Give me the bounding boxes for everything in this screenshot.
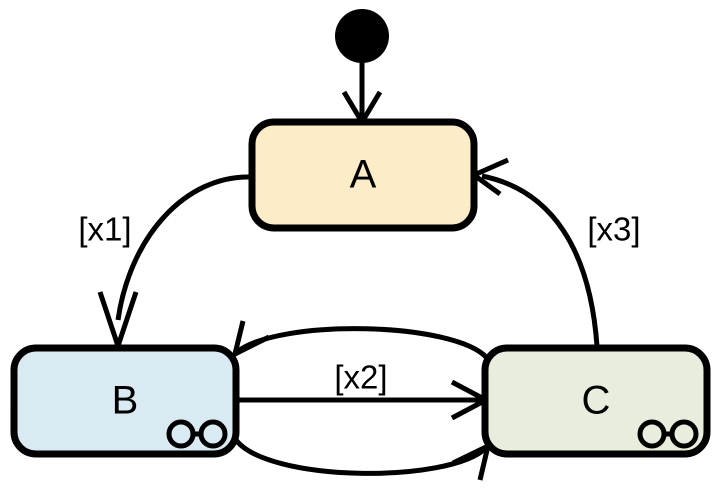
transition-b-to-c-label: [x2] xyxy=(334,359,387,396)
transition-start-to-a[interactable] xyxy=(341,62,383,127)
transition-b-to-c-lower[interactable] xyxy=(234,438,492,481)
state-c-composite-icon xyxy=(637,419,699,449)
state-node-a[interactable]: A xyxy=(248,118,478,232)
composite-icon-circle-right xyxy=(669,419,699,449)
transition-c-to-b[interactable] xyxy=(231,320,489,360)
transition-c-to-b-arrowhead xyxy=(231,320,271,359)
state-b-label: B xyxy=(112,379,139,423)
state-a-shape xyxy=(248,118,478,232)
state-node-b[interactable]: B xyxy=(10,344,240,458)
initial-pseudostate-node[interactable] xyxy=(335,9,389,63)
transition-b-to-c-lower-path xyxy=(234,438,488,476)
transition-b-to-c-lower-arrowhead xyxy=(451,441,492,481)
transition-c-to-a[interactable]: [x3] xyxy=(469,157,641,347)
composite-icon-circle-right xyxy=(198,419,228,449)
transition-c-to-a-path xyxy=(481,173,600,347)
transition-a-to-b-path xyxy=(115,174,252,321)
state-a-label: A xyxy=(350,153,377,197)
state-c-label: C xyxy=(582,379,611,423)
transition-c-to-a-label: [x3] xyxy=(587,211,640,248)
state-b-composite-icon xyxy=(166,419,228,449)
transition-b-to-c[interactable]: [x2] xyxy=(236,359,492,421)
transition-a-to-b[interactable]: [x1] xyxy=(78,174,252,354)
state-b-shape xyxy=(10,344,240,458)
transition-a-to-b-label: [x1] xyxy=(78,211,131,248)
state-c-shape xyxy=(481,344,711,458)
state-node-c[interactable]: C xyxy=(481,344,711,458)
transition-c-to-b-path xyxy=(235,326,489,360)
